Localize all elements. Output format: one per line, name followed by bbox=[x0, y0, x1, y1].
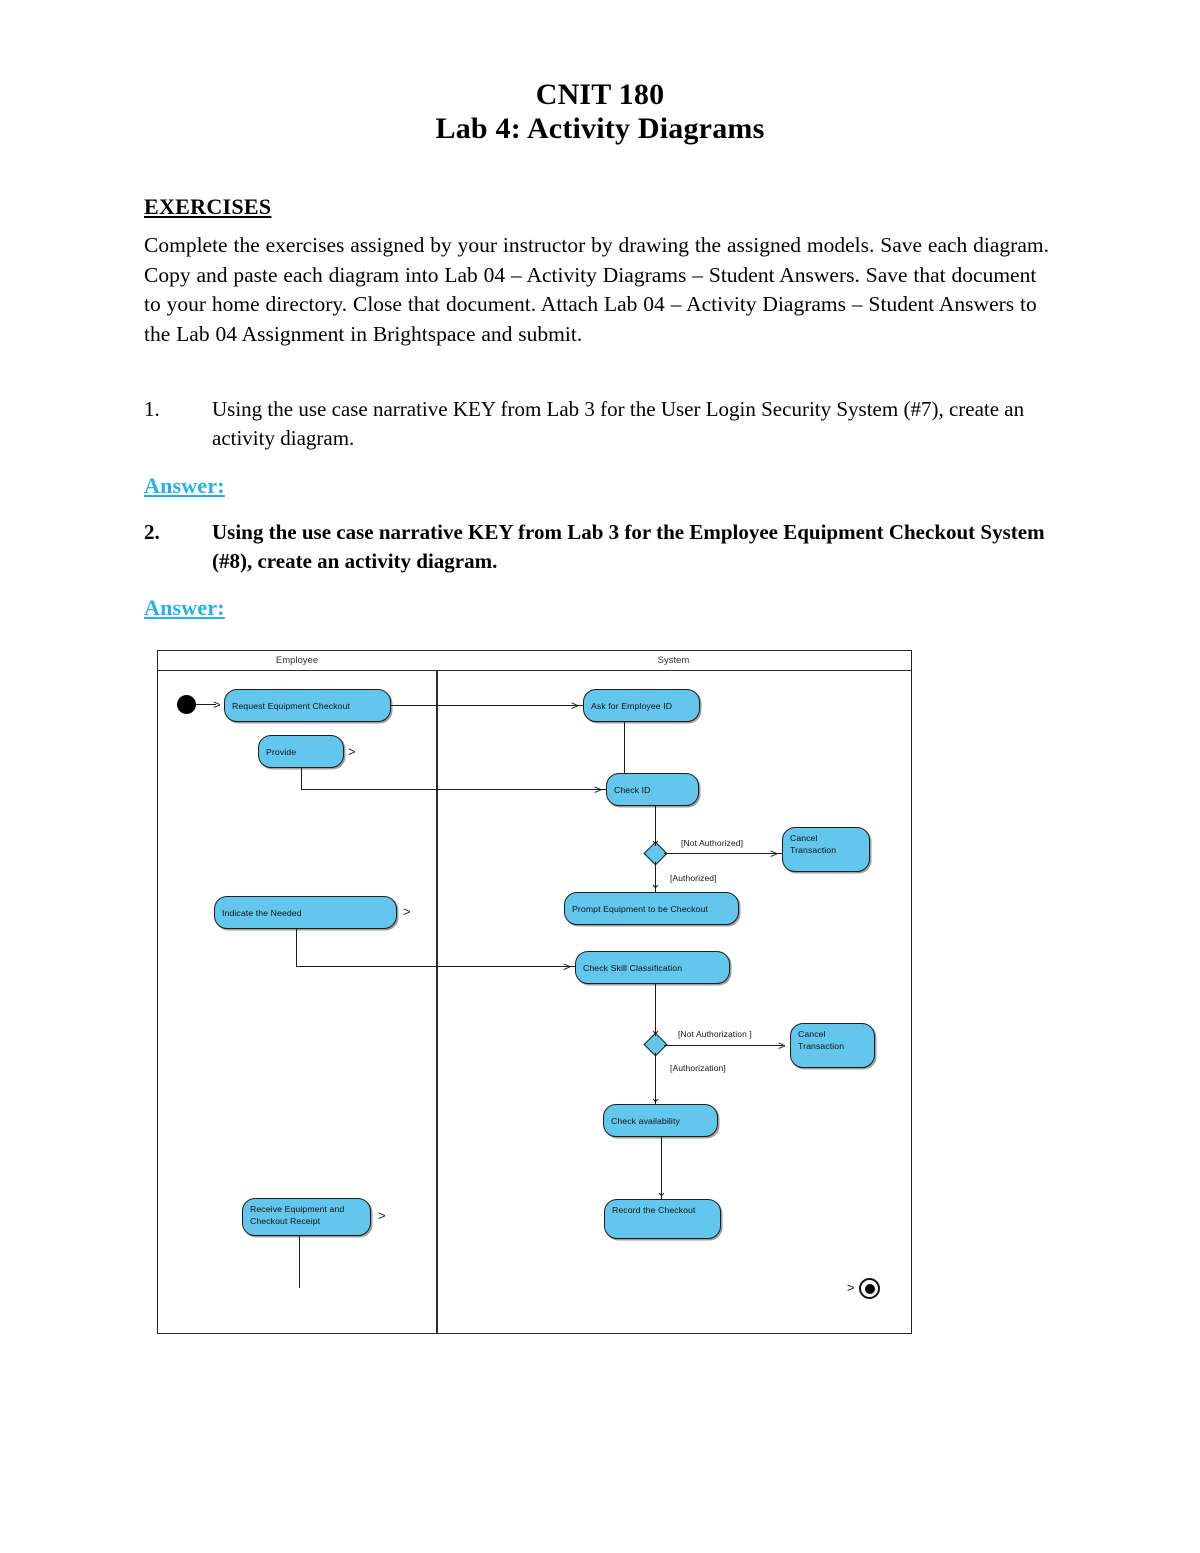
swimlane-header-employee: Employee bbox=[275, 655, 319, 666]
swimlane-header-row: Employee System bbox=[158, 651, 911, 671]
answer-link-2[interactable]: Answer: bbox=[144, 595, 225, 620]
node-check-availability: Check availability bbox=[603, 1104, 718, 1137]
flow-decision2-to-cancel2 bbox=[664, 1045, 783, 1047]
flow-provide-down bbox=[301, 768, 303, 790]
initial-node bbox=[177, 695, 196, 714]
page-title-line-2: Lab 4: Activity Diagrams bbox=[435, 112, 765, 145]
final-node bbox=[859, 1278, 880, 1299]
question-2-text: Using the use case narrative KEY from La… bbox=[212, 520, 1045, 573]
flow-decision1-to-cancel bbox=[664, 853, 782, 855]
flow-indicate-to-checkskill bbox=[296, 966, 575, 968]
question-1-number: 1. bbox=[144, 397, 160, 421]
answer-link-1[interactable]: Answer: bbox=[144, 473, 225, 498]
flow-provide-to-check-id bbox=[301, 789, 606, 791]
node-provide: Provide bbox=[258, 735, 344, 768]
page-title-line-1: CNIT 180 bbox=[535, 78, 665, 111]
flow-checkskill-to-decision2 bbox=[655, 984, 657, 1036]
node-prompt-equipment-to-be-checkout: Prompt Equipment to be Checkout bbox=[564, 892, 739, 925]
arrowhead-icon bbox=[378, 1209, 386, 1222]
arrowhead-icon bbox=[650, 1091, 661, 1104]
node-record-the-checkout: Record the Checkout bbox=[604, 1199, 721, 1239]
node-request-equipment-checkout: Request Equipment Checkout bbox=[224, 689, 391, 722]
flow-availability-to-record bbox=[661, 1137, 663, 1199]
flow-decision2-to-availability bbox=[655, 1053, 657, 1104]
flow-request-to-ask-id bbox=[391, 705, 583, 707]
flow-ask-id-down bbox=[624, 722, 626, 773]
node-check-skill-classification: Check Skill Classification bbox=[575, 951, 730, 984]
arrowhead-icon bbox=[571, 699, 579, 712]
arrowhead-icon bbox=[778, 1039, 786, 1052]
question-1: 1. Using the use case narrative KEY from… bbox=[144, 395, 1056, 453]
activity-diagram: Employee System Request Equipment Checko… bbox=[157, 650, 912, 1334]
intro-paragraph: Complete the exercises assigned by your … bbox=[144, 233, 1049, 346]
arrowhead-icon bbox=[563, 960, 571, 973]
question-2: 2. Using the use case narrative KEY from… bbox=[144, 518, 1056, 576]
arrowhead-icon bbox=[650, 833, 661, 846]
question-2-number: 2. bbox=[144, 520, 160, 544]
swimlane-divider bbox=[436, 671, 438, 1333]
node-ask-for-employee-id: Ask for Employee ID bbox=[583, 689, 700, 722]
guard-not-authorization: [Not Authorization ] bbox=[678, 1029, 752, 1039]
arrowhead-icon bbox=[847, 1281, 855, 1294]
flow-checkid-to-decision1 bbox=[655, 806, 657, 846]
flow-start-to-request bbox=[196, 704, 216, 706]
section-heading-exercises: EXERCISES bbox=[144, 194, 272, 219]
flow-receive-down bbox=[299, 1236, 301, 1288]
question-1-text: Using the use case narrative KEY from La… bbox=[212, 397, 1025, 450]
node-check-id: Check ID bbox=[606, 773, 699, 806]
arrowhead-icon bbox=[594, 783, 602, 796]
arrowhead-icon bbox=[656, 1185, 667, 1198]
arrowhead-icon bbox=[770, 847, 778, 860]
node-cancel-transaction-1: Cancel Transaction bbox=[782, 827, 870, 872]
flow-indicate-down bbox=[296, 929, 298, 967]
node-receive-equipment-and-checkout-receipt: Receive Equipment and Checkout Receipt bbox=[242, 1198, 371, 1236]
guard-authorized: [Authorized] bbox=[670, 873, 717, 883]
arrowhead-icon bbox=[650, 1023, 661, 1036]
arrowhead-icon bbox=[403, 905, 411, 918]
guard-not-authorized: [Not Authorized] bbox=[681, 838, 744, 848]
guard-authorization: [Authorization] bbox=[670, 1063, 726, 1073]
node-indicate-the-needed: Indicate the Needed bbox=[214, 896, 397, 929]
arrowhead-icon bbox=[213, 698, 221, 711]
swimlane-header-system: System bbox=[657, 655, 690, 666]
node-cancel-transaction-2: Cancel Transaction bbox=[790, 1023, 875, 1068]
arrowhead-icon bbox=[650, 877, 661, 890]
arrowhead-icon bbox=[348, 745, 356, 758]
